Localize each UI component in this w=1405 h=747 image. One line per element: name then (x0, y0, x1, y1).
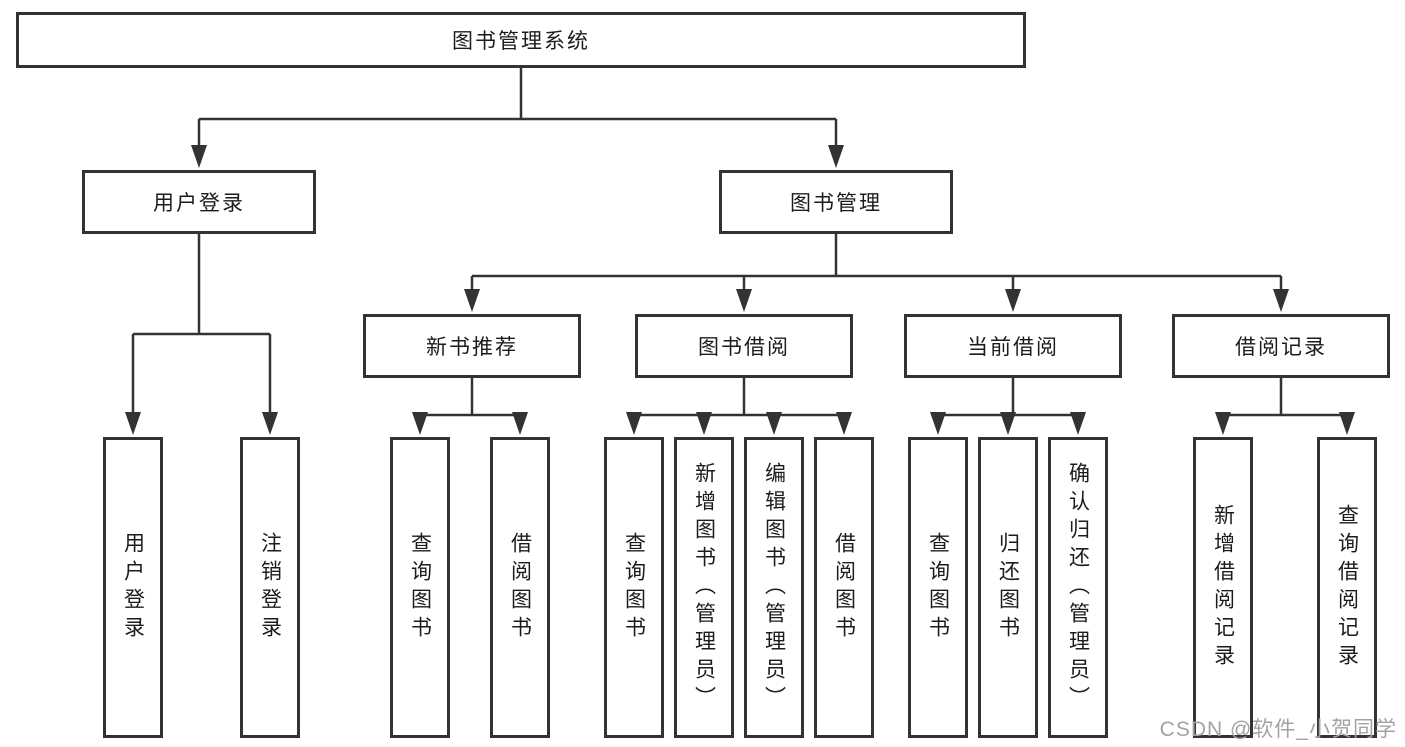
node-book-management: 图书管理 (719, 170, 953, 234)
leaf-borrow-books: 借阅图书 (814, 437, 874, 738)
leaf-logout: 注销登录 (240, 437, 300, 738)
node-new-book-recommend: 新书推荐 (363, 314, 581, 378)
node-root-system: 图书管理系统 (16, 12, 1026, 68)
leaf-current-query-books: 查询图书 (908, 437, 968, 738)
leaf-return-books: 归还图书 (978, 437, 1038, 738)
leaf-logout-label: 注销登录 (258, 531, 282, 644)
leaf-add-borrow-record: 新增借阅记录 (1193, 437, 1253, 738)
leaf-confirm-return-admin: 确认归还（管理员） (1048, 437, 1108, 738)
leaf-edit-books-admin: 编辑图书（管理员） (744, 437, 804, 738)
leaf-edit-books-admin-label: 编辑图书（管理员） (762, 461, 786, 714)
leaf-newbooks-query-books: 查询图书 (390, 437, 450, 738)
leaf-query-borrow-record-label: 查询借阅记录 (1335, 503, 1359, 672)
leaf-add-books-admin: 新增图书（管理员） (674, 437, 734, 738)
node-user-login: 用户登录 (82, 170, 316, 234)
leaf-confirm-return-admin-label: 确认归还（管理员） (1066, 461, 1090, 714)
leaf-newbooks-borrow-books-label: 借阅图书 (508, 531, 532, 644)
leaf-current-query-books-label: 查询图书 (926, 531, 950, 644)
node-current-borrow: 当前借阅 (904, 314, 1122, 378)
node-borrow-records: 借阅记录 (1172, 314, 1390, 378)
leaf-borrow-query-books: 查询图书 (604, 437, 664, 738)
leaf-return-books-label: 归还图书 (996, 531, 1020, 644)
node-book-borrow: 图书借阅 (635, 314, 853, 378)
leaf-add-borrow-record-label: 新增借阅记录 (1211, 503, 1235, 672)
leaf-add-books-admin-label: 新增图书（管理员） (692, 461, 716, 714)
leaf-newbooks-borrow-books: 借阅图书 (490, 437, 550, 738)
leaf-user-login: 用户登录 (103, 437, 163, 738)
leaf-borrow-books-label: 借阅图书 (832, 531, 856, 644)
leaf-query-borrow-record: 查询借阅记录 (1317, 437, 1377, 738)
leaf-borrow-query-books-label: 查询图书 (622, 531, 646, 644)
arrowheads (125, 145, 1355, 435)
leaf-user-login-label: 用户登录 (121, 531, 145, 644)
leaf-newbooks-query-books-label: 查询图书 (408, 531, 432, 644)
csdn-watermark: CSDN @软件_小贺同学 (1159, 718, 1397, 741)
